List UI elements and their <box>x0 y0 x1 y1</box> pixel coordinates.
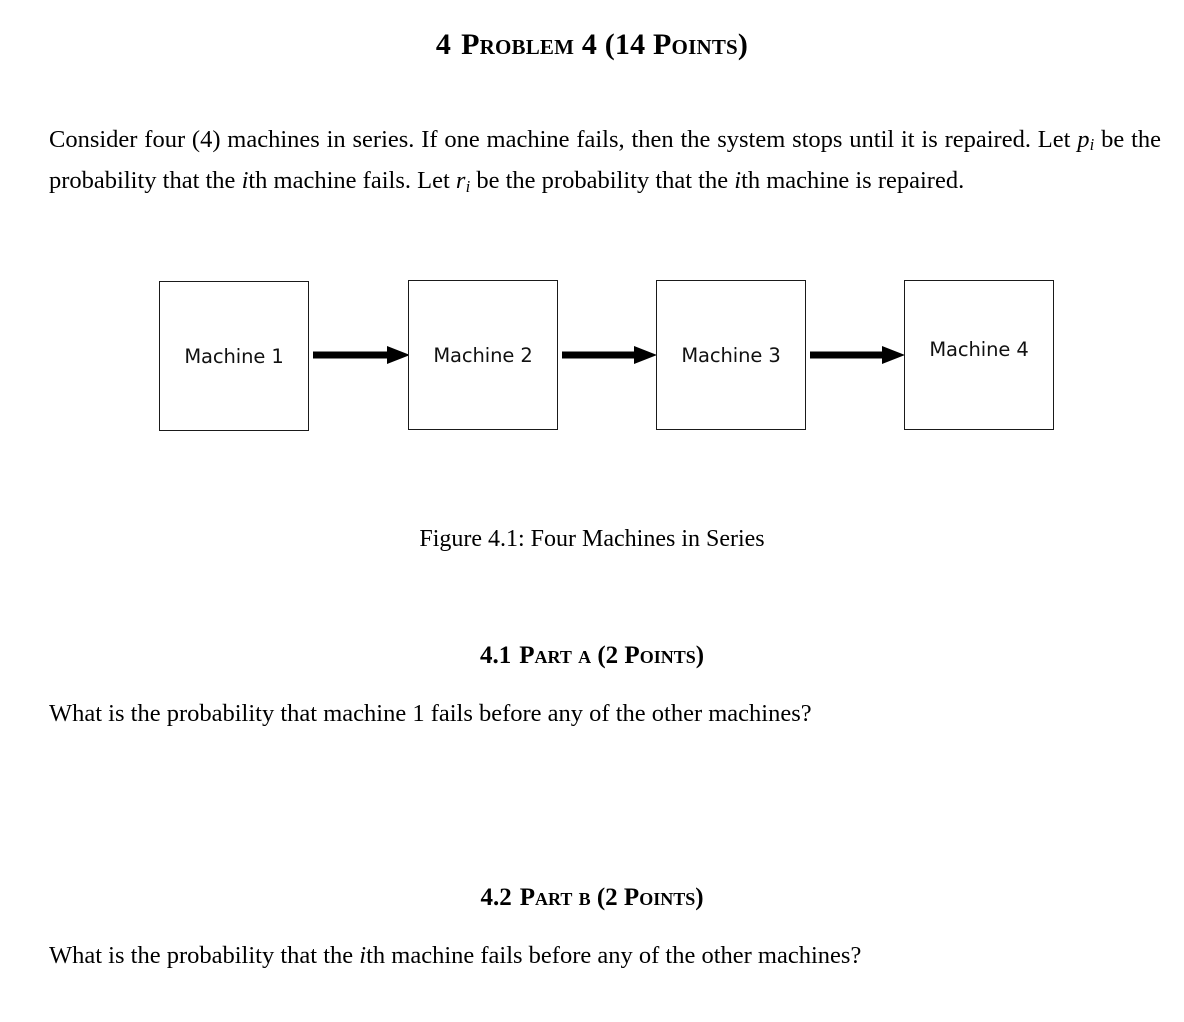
math-variable-i-question: i <box>359 942 367 969</box>
subsection-heading-4-1: 4.1 Part a (2 Points) <box>0 642 1184 670</box>
section-title-text: Problem 4 (14 Points) <box>461 28 749 61</box>
math-variable-r: ri <box>455 167 471 196</box>
subsection-4-1-title: Part a (2 Points) <box>519 642 705 669</box>
math-variable-i-1: i <box>241 167 249 195</box>
question-part-b-text2: th machine fails before any of the other… <box>366 942 862 969</box>
math-r-base: r <box>455 167 466 195</box>
machine-box-1[interactable]: Machine 1 <box>159 281 309 431</box>
machine-box-1-label: Machine 1 <box>184 344 284 368</box>
subsection-4-2-title: Part b (2 Points) <box>519 884 704 911</box>
intro-text-part3: th machine fails. Let <box>248 167 456 195</box>
subsection-4-1-number: 4.1 <box>479 642 512 669</box>
math-variable-i-2: i <box>734 167 742 195</box>
math-variable-p: pi <box>1077 125 1095 155</box>
intro-text-part2: be the probability that the <box>49 125 1161 195</box>
math-r-subscript: i <box>465 176 471 196</box>
question-part-a-text: What is the probability that machine 1 f… <box>49 700 812 727</box>
intro-text-part4: be the probability that the <box>470 167 735 195</box>
question-part-b: What is the probability that the ith mac… <box>49 939 861 973</box>
machine-box-3[interactable]: Machine 3 <box>656 280 806 430</box>
math-p-base: p <box>1077 125 1090 153</box>
math-p-subscript: i <box>1089 135 1095 155</box>
subsection-4-2-number: 4.2 <box>480 884 512 911</box>
section-number: 4 <box>435 28 452 61</box>
intro-paragraph: Consider four (4) machines in series. If… <box>49 122 1161 205</box>
arrow-2-to-3-icon <box>562 343 657 367</box>
machine-box-4-label: Machine 4 <box>929 337 1029 361</box>
figure-caption: Figure 4.1: Four Machines in Series <box>419 526 765 552</box>
machine-box-4[interactable]: Machine 4 <box>904 280 1054 430</box>
section-heading: 4 Problem 4 (14 Points) <box>0 28 1184 62</box>
intro-text-part5: th machine is repaired. <box>741 167 965 195</box>
intro-text-part1: Consider four (4) machines in series. If… <box>49 125 1078 153</box>
arrow-3-to-4-icon <box>810 343 905 367</box>
arrow-1-to-2-icon <box>313 343 410 367</box>
subsection-heading-4-2: 4.2 Part b (2 Points) <box>0 884 1184 912</box>
machine-box-2-label: Machine 2 <box>433 343 533 367</box>
question-part-b-text1: What is the probability that the <box>49 942 360 969</box>
machine-box-3-label: Machine 3 <box>681 343 781 367</box>
question-part-a: What is the probability that machine 1 f… <box>49 697 812 731</box>
machine-box-2[interactable]: Machine 2 <box>408 280 558 430</box>
